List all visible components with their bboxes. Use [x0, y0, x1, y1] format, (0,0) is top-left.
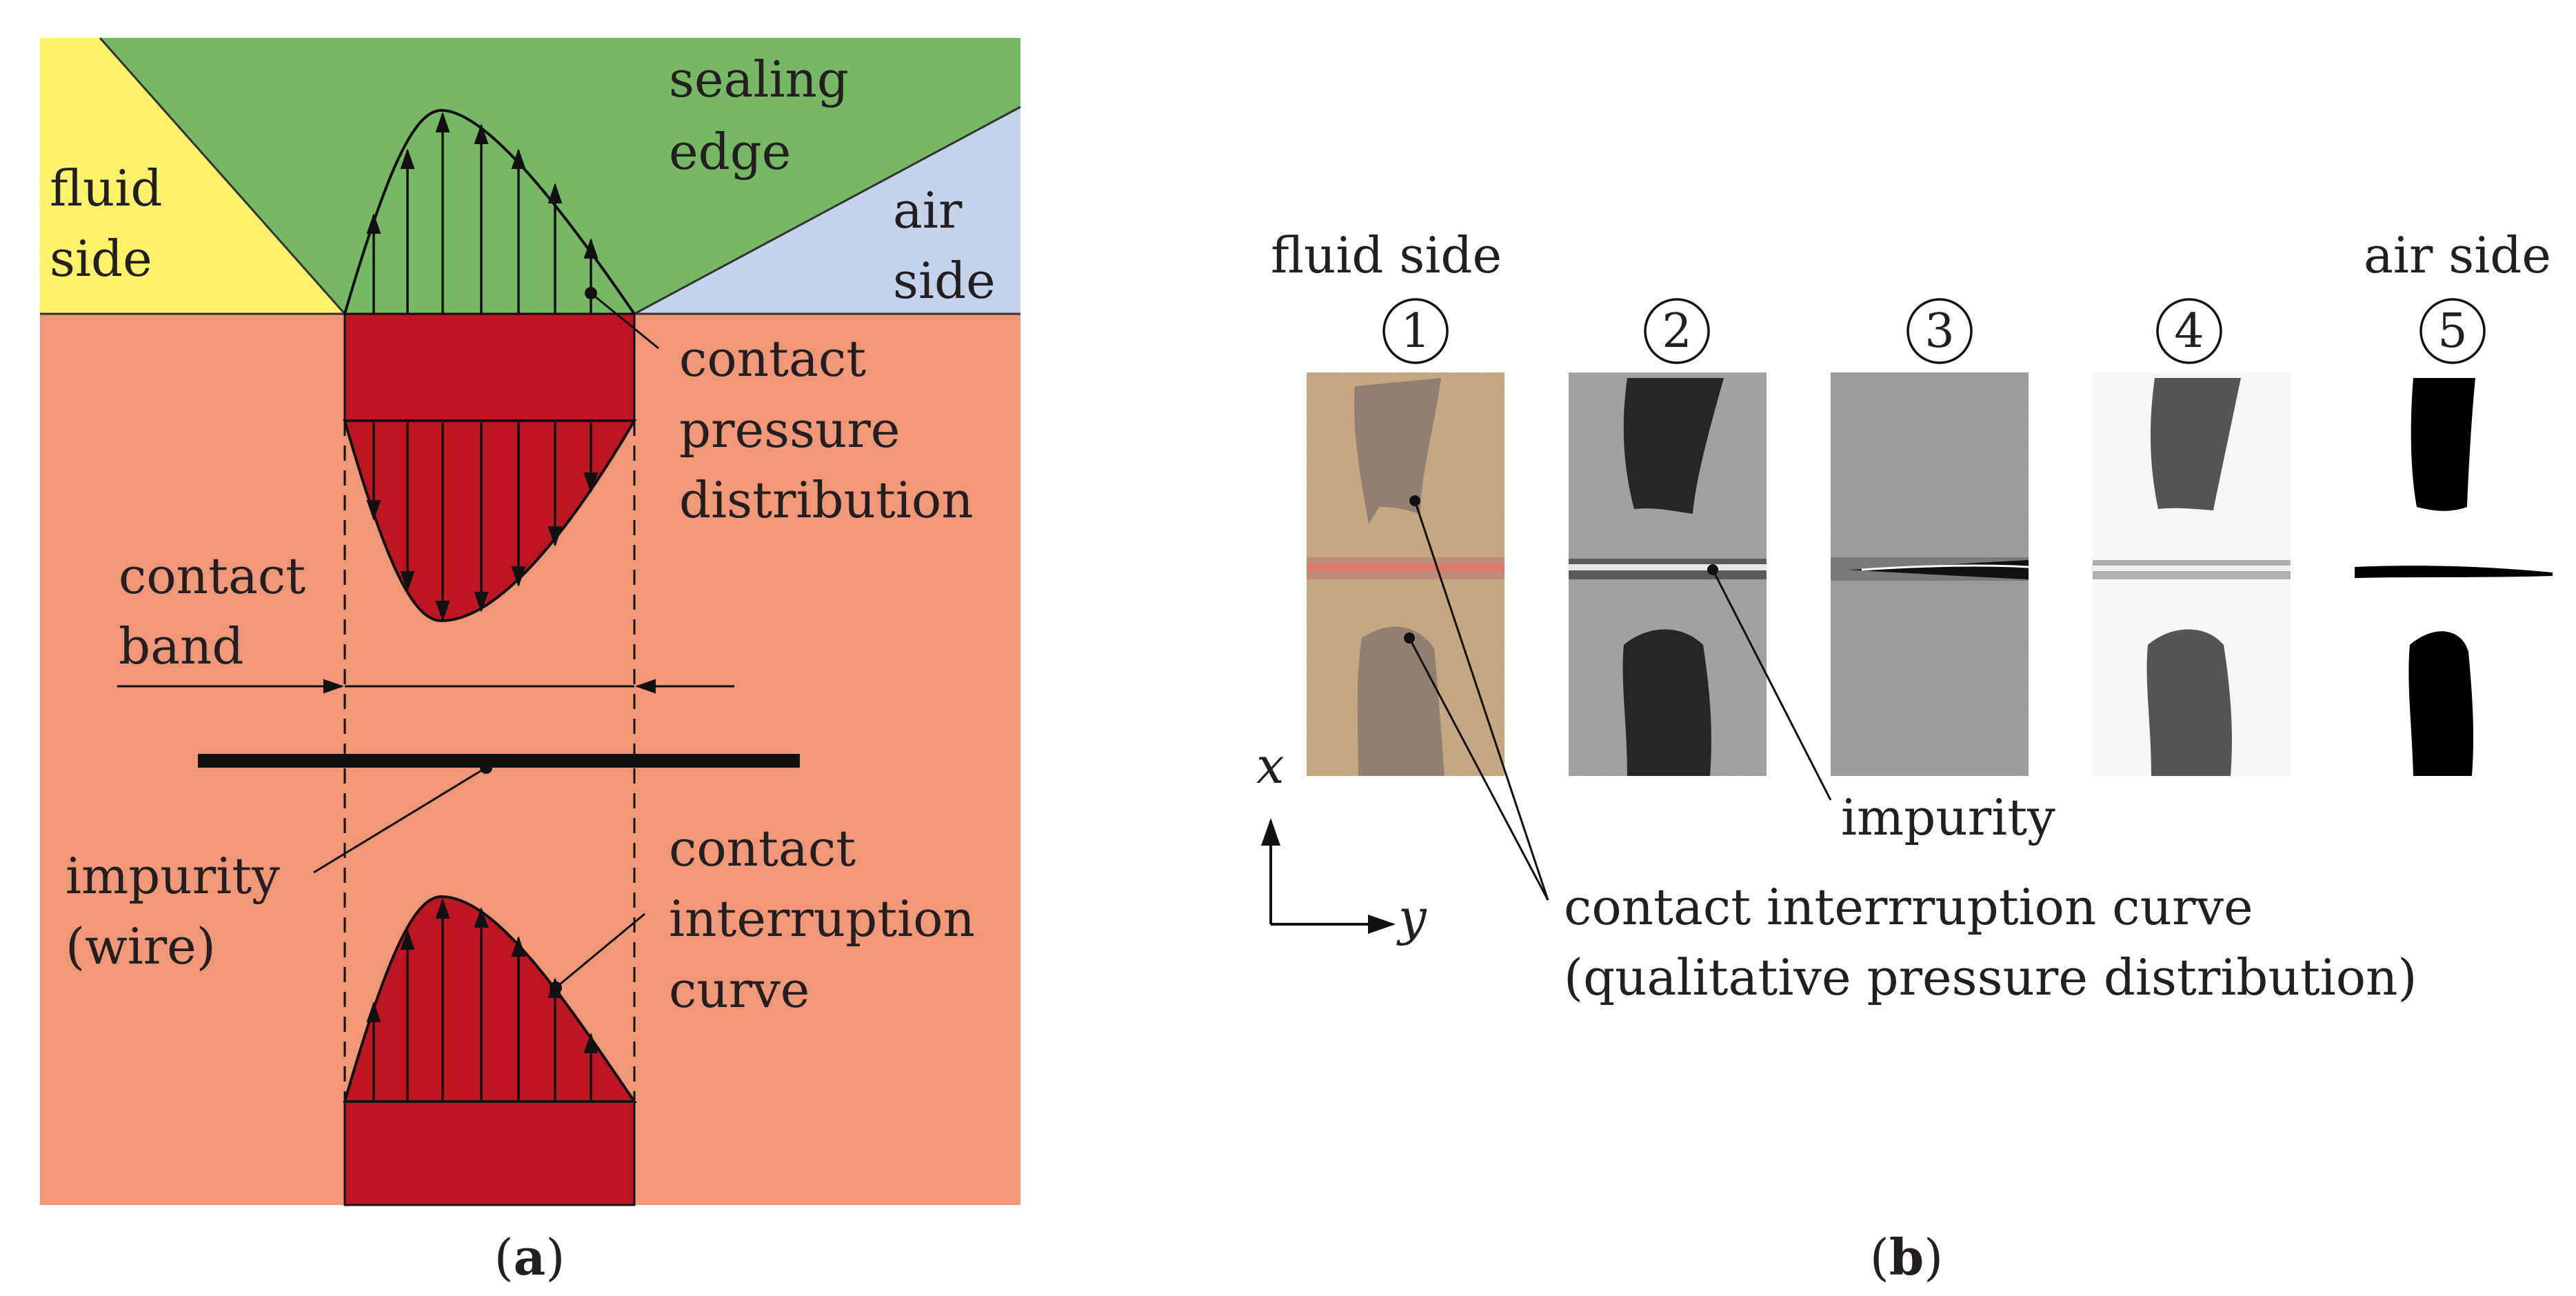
step-marker-5: 5 [2419, 298, 2486, 364]
air-side-label: air side [893, 181, 996, 310]
panel-b: fluid side air side 1 2 3 4 5 [1256, 226, 2553, 1286]
seal-line-left [99, 37, 346, 315]
contact-pressure-distribution-label: contact pressure distribution [679, 330, 974, 529]
interruption-leader [555, 913, 645, 989]
pressure-curve-upper [343, 108, 636, 315]
contact-interruption-curve-label: contact interruption curve [669, 819, 991, 1019]
curve-leader-upper [1413, 500, 1549, 901]
fluid-side-label-b: fluid side [1271, 226, 1502, 284]
pressure-arrows-lower [366, 421, 598, 621]
panel-a: fluid side sealing edge air side contact… [40, 37, 1021, 1286]
svg-text:5: 5 [2437, 304, 2467, 359]
pressure-leader [590, 292, 659, 350]
svg-text:1: 1 [1400, 304, 1430, 359]
step-marker-2: 2 [1644, 298, 1710, 364]
pressure-arrows-upper [366, 112, 598, 314]
svg-text:2: 2 [1662, 304, 1691, 359]
seal-line-right [634, 106, 1021, 315]
air-side-label-b: air side [2364, 226, 2551, 284]
panel-b-caption: (b) [1870, 1228, 1944, 1286]
step-marker-3: 3 [1906, 298, 1973, 364]
impurity-wire-label: impurity (wire) [66, 847, 296, 975]
panel-a-caption: (a) [494, 1228, 565, 1286]
step-marker-4: 4 [2156, 298, 2222, 364]
contact-band-label: contact band [119, 547, 321, 675]
x-axis-label: x [1256, 737, 1285, 795]
impurity-leader [313, 766, 487, 874]
contact-image-2 [1569, 372, 1767, 776]
sealing-edge-region [100, 38, 1020, 314]
interruption-arrows [366, 898, 598, 1101]
contact-image-5 [2355, 372, 2553, 776]
impurity-leader-b [1711, 569, 1832, 801]
step-marker-1: 1 [1382, 298, 1449, 364]
contact-band-upper [343, 312, 636, 422]
interruption-curve [343, 895, 637, 1103]
contact-interruption-curve-label-b: contact interrruption curve (qualitative… [1564, 878, 2417, 1006]
y-axis-label: y [1396, 888, 1427, 946]
contact-image-4 [2093, 372, 2291, 776]
svg-text:3: 3 [1924, 304, 1954, 359]
curve-leader-lower [1408, 637, 1549, 901]
contact-image-1 [1307, 372, 1505, 776]
sealing-edge-label: sealing edge [669, 50, 865, 181]
fluid-side-label: fluid side [50, 159, 178, 288]
contact-image-3 [1831, 372, 2029, 776]
svg-text:4: 4 [2174, 304, 2204, 359]
contact-band-lower [343, 1100, 636, 1206]
fluid-side-region [40, 38, 345, 314]
impurity-label-b: impurity [1841, 788, 2055, 846]
